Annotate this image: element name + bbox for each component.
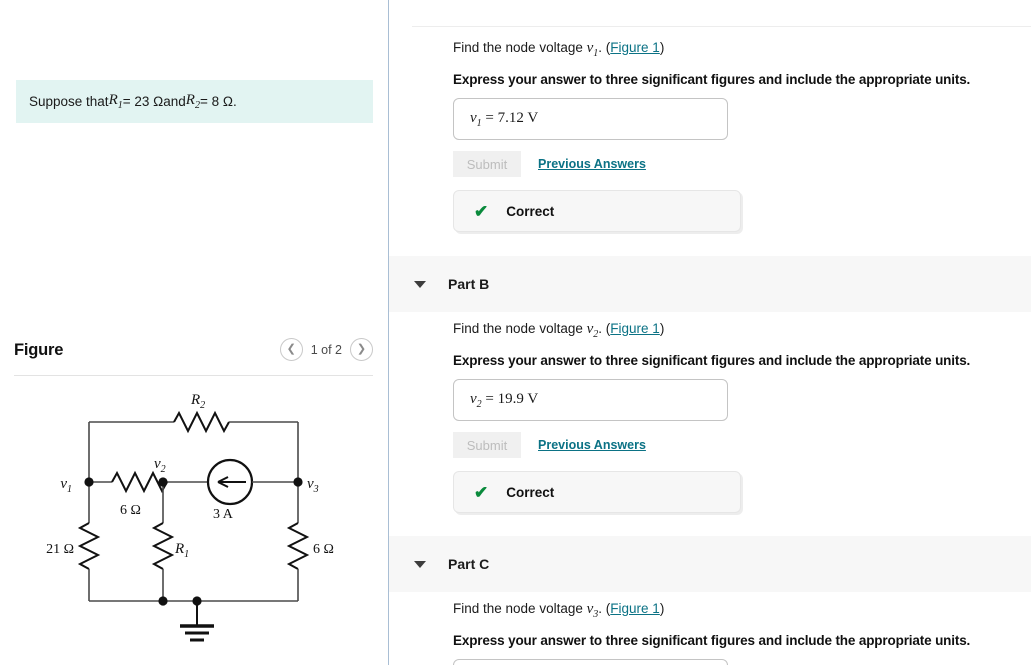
label-r2: R2 (190, 392, 205, 411)
hint-r2-symbol: R2 (185, 92, 200, 111)
figure-1-link[interactable]: Figure 1 (610, 601, 660, 616)
part-b-question-variable: v2 (586, 321, 599, 340)
part-c-label: Part C (448, 556, 490, 572)
figure-1-link[interactable]: Figure 1 (610, 321, 660, 336)
given-values-hint: Suppose that R1 = 23 Ω and R2 = 8 Ω. (16, 80, 373, 123)
part-b-action-row: Submit Previous Answers (453, 432, 1031, 458)
hint-r1-value: = 23 Ω (122, 94, 164, 109)
label-v3: v3 (307, 476, 319, 495)
part-a-question: Find the node voltage v1. (Figure 1) (453, 40, 665, 59)
panel-divider (388, 0, 389, 665)
part-a-previous-answers-link[interactable]: Previous Answers (538, 157, 646, 171)
figure-panel: Suppose that R1 = 23 Ω and R2 = 8 Ω. Fig… (0, 0, 388, 665)
part-c-answer-input[interactable] (453, 659, 728, 665)
label-res-21: 21 Ω (46, 542, 74, 557)
label-r1: R1 (174, 541, 189, 560)
part-b-label: Part B (448, 276, 490, 292)
circuit-svg: R2 v2 v1 v3 6 Ω 3 A 21 Ω R1 6 Ω (46, 392, 334, 642)
hint-prefix: Suppose that (29, 94, 109, 109)
chevron-down-icon[interactable] (414, 280, 426, 288)
label-v2: v2 (154, 456, 166, 475)
figure-navigation: ❮ 1 of 2 ❯ (279, 338, 373, 361)
part-b-previous-answers-link[interactable]: Previous Answers (538, 438, 646, 452)
label-res-6a: 6 Ω (120, 503, 141, 518)
part-a-body: Find the node voltage v1. (Figure 1) Exp… (453, 40, 1031, 232)
part-b-submit-button[interactable]: Submit (453, 432, 521, 458)
part-a-status-label: Correct (506, 203, 555, 219)
part-b-status-badge: ✔ Correct (453, 471, 741, 513)
hint-suffix: . (232, 94, 237, 109)
check-icon: ✔ (474, 482, 489, 502)
check-icon: ✔ (474, 201, 489, 221)
hint-r2-value: = 8 Ω (199, 94, 233, 109)
part-b-answer-input[interactable]: v2 = 19.9 V (453, 379, 728, 421)
part-a-answer-input[interactable]: v1 = 7.12 V (453, 98, 728, 140)
ground-symbol (180, 624, 214, 642)
part-a-question-variable: v1 (586, 40, 599, 59)
hint-r1-symbol: R1 (108, 92, 123, 111)
circuit-nodes (84, 477, 303, 606)
part-b-instruction: Express your answer to three significant… (453, 353, 971, 368)
part-c-header[interactable]: Part C (389, 536, 1031, 592)
part-a-answer-text: v1 = 7.12 V (470, 109, 539, 129)
part-c-question-variable: v3 (586, 601, 599, 620)
figure-counter: 1 of 2 (310, 342, 342, 357)
part-a-action-row: Submit Previous Answers (453, 151, 1031, 177)
part-b-header[interactable]: Part B (389, 256, 1031, 312)
hint-and: and (163, 94, 186, 109)
part-b-question: Find the node voltage v2. (Figure 1) (453, 321, 665, 340)
part-c-body: Find the node voltage v3. (Figure 1) Exp… (453, 601, 1031, 665)
chevron-right-icon[interactable]: ❯ (350, 338, 373, 361)
figure-1-link[interactable]: Figure 1 (610, 40, 660, 55)
part-c-question: Find the node voltage v3. (Figure 1) (453, 601, 665, 620)
label-res-6b: 6 Ω (313, 542, 334, 557)
label-source-current: 3 A (213, 507, 234, 522)
part-a-submit-button[interactable]: Submit (453, 151, 521, 177)
figure-header: Figure ❮ 1 of 2 ❯ (14, 338, 373, 372)
part-a-status-badge: ✔ Correct (453, 190, 741, 232)
part-c-instruction: Express your answer to three significant… (453, 633, 971, 648)
chevron-left-icon[interactable]: ❮ (279, 338, 303, 361)
part-b-answer-text: v2 = 19.9 V (470, 390, 539, 410)
label-v1: v1 (60, 476, 72, 495)
chevron-down-icon[interactable] (414, 560, 426, 568)
figure-divider (14, 375, 373, 376)
part-b-body: Find the node voltage v2. (Figure 1) Exp… (453, 321, 1031, 513)
part-b-status-label: Correct (506, 484, 555, 500)
top-divider (412, 26, 1031, 27)
figure-title: Figure (14, 341, 64, 359)
part-a-instruction: Express your answer to three significant… (453, 72, 971, 87)
circuit-diagram: R2 v2 v1 v3 6 Ω 3 A 21 Ω R1 6 Ω (8, 385, 380, 660)
problem-panel: Find the node voltage v1. (Figure 1) Exp… (389, 0, 1031, 665)
